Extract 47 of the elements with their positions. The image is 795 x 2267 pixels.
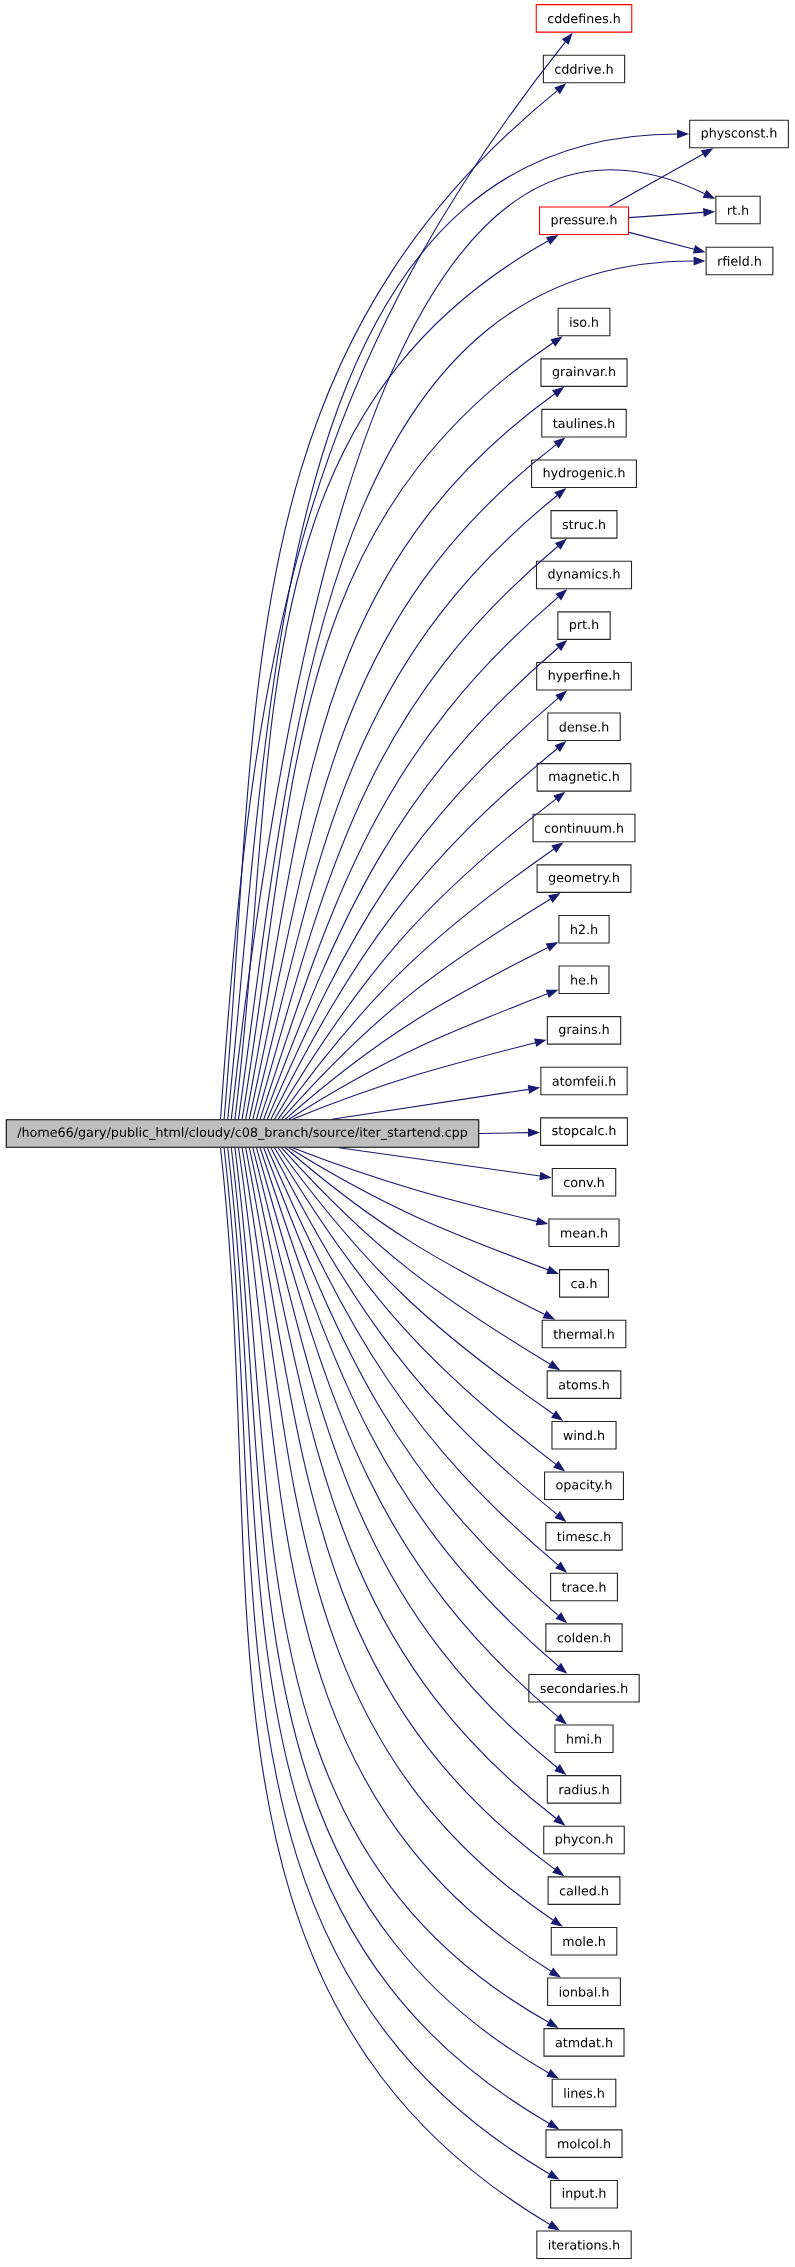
header-file-box: hydrogenic.h [531, 459, 637, 489]
header-file-box: cddefines.h [535, 4, 633, 33]
header-file-box: radius.h [546, 1775, 622, 1804]
header-file-box: continuum.h [532, 813, 636, 843]
header-file-box: iterations.h [536, 2230, 632, 2260]
header-file-box: hmi.h [554, 1724, 614, 1754]
header-file-box: mole.h [550, 1926, 618, 1956]
header-file-box: h2.h [558, 914, 610, 944]
header-file-box: called.h [547, 1876, 621, 1905]
header-file-box: dense.h [547, 712, 621, 742]
header-file-box: trace.h [550, 1572, 618, 1602]
source-file-box: /home66/gary/public_html/cloudy/c08_branch/source/iter_startend.cpp [5, 1119, 480, 1148]
header-file-box: grains.h [546, 1016, 622, 1045]
header-file-box: grainvar.h [540, 358, 628, 387]
header-file-box: opacity.h [544, 1471, 624, 1501]
header-file-box: he.h [558, 965, 610, 995]
header-file-box: pressure.h [539, 206, 630, 236]
header-file-box: rt.h [715, 195, 761, 225]
header-file-box: phycon.h [543, 1825, 625, 1855]
header-file-box: magnetic.h [536, 763, 632, 792]
header-file-box: conv.h [551, 1167, 617, 1197]
header-file-box: molcol.h [545, 2129, 623, 2158]
header-file-box: thermal.h [541, 1319, 627, 1349]
header-file-box: input.h [550, 2179, 618, 2209]
header-file-box: mean.h [548, 1218, 620, 1248]
header-file-box: hyperfine.h [536, 661, 632, 691]
header-file-box: secondaries.h [528, 1673, 640, 1703]
header-file-box: cddrive.h [542, 54, 626, 84]
header-file-box: struc.h [550, 510, 618, 539]
header-file-box: lines.h [551, 2078, 617, 2108]
header-file-box: colden.h [545, 1623, 623, 1652]
header-file-box: iso.h [557, 307, 611, 337]
header-file-box: physconst.h [689, 119, 789, 149]
header-file-box: atmdat.h [543, 2028, 625, 2057]
header-file-box: geometry.h [536, 864, 632, 893]
header-file-box: atoms.h [546, 1370, 622, 1399]
arrow [288, 1147, 559, 1274]
header-file-box: prt.h [557, 611, 611, 640]
header-file-box: timesc.h [545, 1522, 623, 1551]
header-file-box: taulines.h [541, 408, 627, 438]
header-file-box: atomfeii.h [540, 1066, 628, 1096]
header-file-box: dynamics.h [535, 560, 633, 590]
header-file-box: ionbal.h [547, 1977, 621, 2007]
header-file-box: rfield.h [705, 246, 774, 276]
header-file-box: wind.h [551, 1420, 617, 1450]
header-file-box: stopcalc.h [540, 1117, 628, 1146]
header-file-box: ca.h [559, 1269, 609, 1298]
